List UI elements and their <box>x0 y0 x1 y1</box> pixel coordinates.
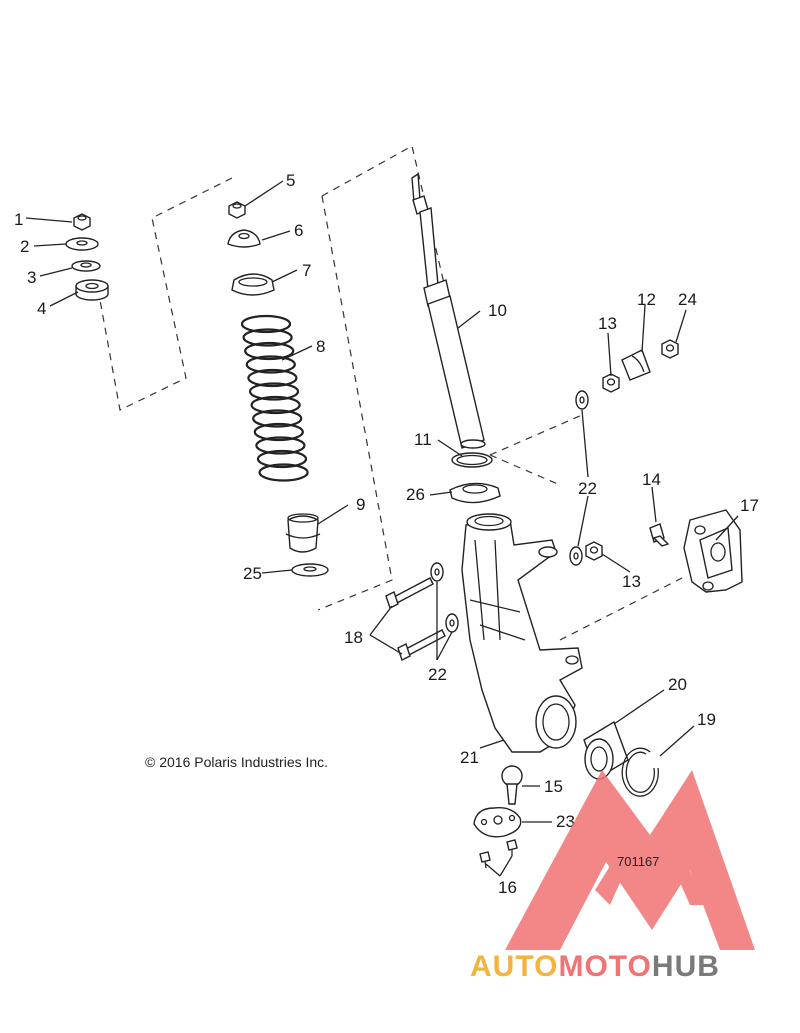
callout-13-lower: 13 <box>622 572 641 591</box>
callout-13-upper: 13 <box>598 314 617 333</box>
callout-18: 18 <box>344 628 363 647</box>
washer-part-2 <box>65 237 99 251</box>
cap-part-26 <box>449 482 501 504</box>
spring-coil <box>255 436 306 455</box>
callout-4: 4 <box>37 299 46 318</box>
washer-part-3 <box>71 260 101 272</box>
caliper-part-17 <box>683 509 743 593</box>
washer-part-22-lower <box>569 546 583 566</box>
callout-21: 21 <box>460 748 479 767</box>
nut-part-13-upper <box>602 373 620 393</box>
washer-part-22-bolt-b <box>445 613 459 633</box>
watermark-moto: MOTO <box>558 950 651 983</box>
callout-3: 3 <box>27 268 36 287</box>
bolt-part-18-lower <box>397 629 446 661</box>
automotohub-logo <box>505 770 755 950</box>
callout-15: 15 <box>544 777 563 796</box>
steering-knuckle-part-21 <box>461 513 583 753</box>
callout-17: 17 <box>740 496 759 515</box>
logo-triangle-inner <box>595 848 705 920</box>
spring-coil <box>242 328 293 347</box>
callout-6: 6 <box>294 221 303 240</box>
spring-coil <box>245 355 296 374</box>
spring-coil <box>253 422 304 442</box>
callout-5: 5 <box>286 171 295 190</box>
callout-labels: 1 2 3 4 5 6 7 8 9 10 11 12 13 24 22 26 1… <box>14 171 759 897</box>
bolt-part-14 <box>649 523 670 547</box>
spring-coil <box>250 395 301 415</box>
seat-part-7 <box>231 273 275 296</box>
snap-ring-part-19 <box>621 747 659 797</box>
plate-part-23 <box>473 807 522 838</box>
callout-8: 8 <box>316 337 325 356</box>
spring-coil <box>247 368 298 388</box>
spring-coil <box>258 463 309 482</box>
spring-coil <box>256 449 308 469</box>
callout-2: 2 <box>20 237 29 256</box>
callout-26: 26 <box>406 485 425 504</box>
callout-20: 20 <box>668 675 687 694</box>
callout-1: 1 <box>14 210 23 229</box>
ball-joint-part-15 <box>501 765 523 805</box>
callout-24: 24 <box>678 290 697 309</box>
spring-coil <box>252 409 303 428</box>
washer-part-22-upper <box>575 390 589 410</box>
nut-part-5 <box>228 201 246 219</box>
callout-7: 7 <box>302 261 311 280</box>
callout-10: 10 <box>488 301 507 320</box>
watermark-hub: HUB <box>652 950 720 983</box>
watermark-wordmark: AUTOMOTOHUB <box>470 950 720 983</box>
bump-stop-part-9 <box>285 513 321 553</box>
screw-part-16-left <box>479 851 491 869</box>
coil-spring-part-8 <box>240 314 309 482</box>
spring-coil <box>240 314 292 334</box>
bolt-part-18-upper <box>385 577 434 609</box>
nut-part-24 <box>661 339 679 359</box>
callout-11: 11 <box>414 430 432 449</box>
bushing-part-4 <box>75 279 109 301</box>
shock-absorber-part-10 <box>411 172 486 449</box>
spring-coil <box>248 382 300 401</box>
clip-part-12 <box>621 349 651 381</box>
callout-25: 25 <box>243 564 262 583</box>
dashed-guides <box>99 145 683 641</box>
callout-9: 9 <box>356 495 365 514</box>
nut-part-1 <box>73 213 91 231</box>
callout-23: 23 <box>556 812 575 831</box>
callout-22-right: 22 <box>578 479 597 498</box>
callout-16: 16 <box>498 878 517 897</box>
leader-lines <box>25 180 739 877</box>
spring-coil <box>244 341 295 361</box>
screw-part-16-right <box>506 839 518 856</box>
copyright-text: © 2016 Polaris Industries Inc. <box>145 754 328 770</box>
ring-part-11 <box>451 452 493 468</box>
figure-id: 701167 <box>617 854 659 869</box>
nut-part-13-lower <box>585 541 603 561</box>
callout-14: 14 <box>642 470 661 489</box>
logo-triangle-outer <box>505 770 755 950</box>
cap-part-6 <box>227 229 261 248</box>
washer-part-25 <box>291 563 329 577</box>
callout-12: 12 <box>637 290 656 309</box>
watermark-auto: AUTO <box>470 950 558 983</box>
callout-22-lower: 22 <box>428 665 447 684</box>
bearing-part-20 <box>583 720 629 780</box>
washer-part-22-bolt-a <box>430 562 444 582</box>
callout-19: 19 <box>697 710 716 729</box>
